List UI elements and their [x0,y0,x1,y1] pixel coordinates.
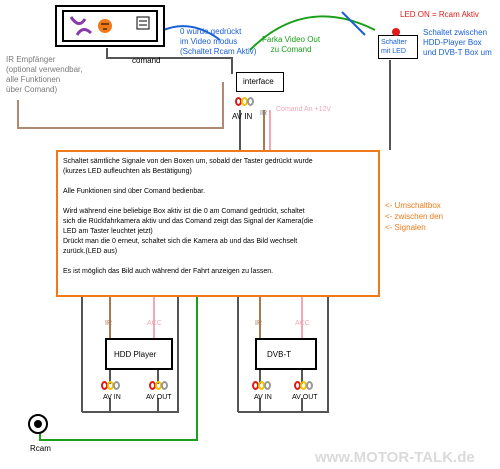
rcam-camera-icon [28,414,48,434]
hdd-ir-label: IR [105,320,112,327]
interface-power-label: Comand An +12V [276,106,332,113]
comand-unit [55,5,165,47]
dvbt-av-out-white-icon [306,381,313,390]
hdd-av-in-label: AV IN [103,394,121,401]
dvbt-av-in-white-icon [264,381,271,390]
comand-label: comand [132,56,161,65]
watermark: www.MOTOR-TALK.de [315,449,475,466]
rcam-label: Rcam [30,444,51,453]
led-note: LED ON = Rcam Aktiv [400,10,479,19]
hdd-av-out-label: AV OUT [146,394,172,401]
schalter-wire [249,15,376,51]
dvbt-ir-label: IR [255,320,262,327]
dvbt-acc-label: ACC [295,320,310,327]
av-in-connector-white-icon [247,97,254,106]
hdd-av-out-white-icon [161,381,168,390]
umschalt-note: <- Umschaltbox<- zwischen den<- Signalen [385,201,444,232]
main-umschaltbox: Schaltet sämtliche Signale von den Boxen… [56,150,380,297]
hdd-av-in-white-icon [113,381,120,390]
dvbt-av-out-label: AV OUT [292,394,318,401]
schalter-note-pointer [341,11,366,36]
ir-note-wire [17,82,224,129]
hdd-acc-label: ACC [147,320,162,327]
interface-ir-label: IR [260,110,267,117]
hdd-player-box: HDD Player [105,338,173,370]
interface-av-in-label: AV IN [232,112,253,121]
comand-to-interface-wire [106,48,233,74]
dvbt-box: DVB-T [255,338,317,370]
comand-screen-drawing [62,10,158,42]
interface-box: interface [236,72,284,92]
dvbt-av-in-label: AV IN [254,394,272,401]
led-indicator-icon [392,28,400,36]
ir-note: IR Empfänger(optional verwendbar,alle Fu… [6,55,83,94]
